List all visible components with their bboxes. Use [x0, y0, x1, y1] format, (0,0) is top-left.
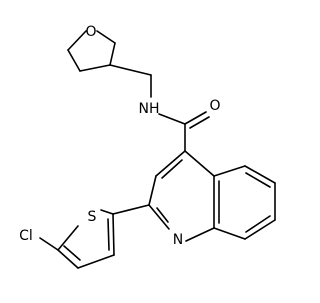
quinoline-n-label: N — [173, 232, 183, 248]
thiophene-ring — [57, 204, 150, 269]
amide-nh-label: NH — [139, 101, 160, 117]
amide-group — [158, 111, 210, 152]
oxygen-carbonyl-label: O — [209, 98, 220, 114]
oxygen-thf-label: O — [85, 24, 96, 40]
structure-diagram: O O NH N S Cl — [19, 24, 276, 269]
quinoline-benzo-ring — [213, 165, 276, 240]
chloro-substituent — [39, 237, 59, 251]
chlorine-label: Cl — [19, 228, 33, 244]
thf-ring — [67, 30, 116, 72]
thiophene-s-label: S — [88, 209, 97, 225]
methylene-linker — [109, 64, 152, 98]
atom-labels: O O NH N S Cl — [19, 24, 220, 248]
quinoline-pyridine-ring — [148, 150, 215, 242]
